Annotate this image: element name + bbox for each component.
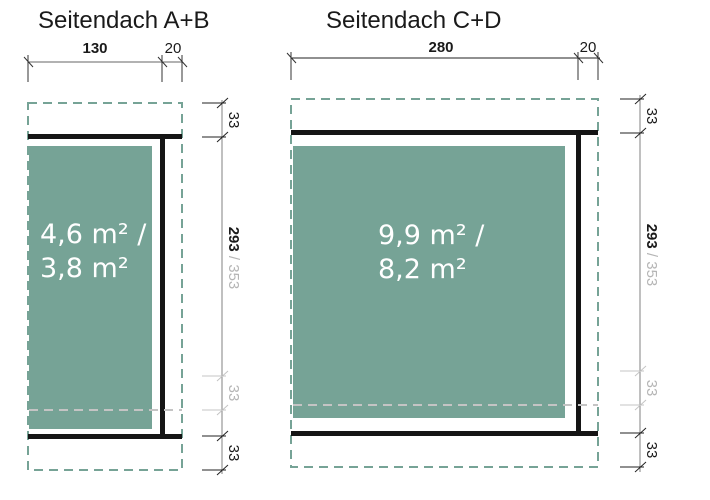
roof-ab-outer-outline [27, 102, 183, 471]
roof-ab-panel [29, 146, 152, 429]
roof-cd-height-top-label: 33 [643, 108, 660, 125]
roof-ab-height-dimension [202, 97, 229, 476]
roof-ab-title: Seitendach A+B [38, 7, 209, 34]
roof-cd-area-line2: 8,2 m² [378, 254, 467, 285]
roof-cd-bottom-beam [291, 431, 598, 436]
roof-cd-area-line1: 9,9 m² / [378, 220, 485, 251]
roof-cd-side-post [576, 130, 581, 435]
roof-ab-width-dimension [23, 55, 188, 82]
roof-cd-height-main-label: 293 / 353 [643, 224, 660, 287]
roof-cd-height-mid-label: 33 [643, 380, 660, 397]
roof-cd-height-bottom-label: 33 [643, 442, 660, 459]
roof-ab-side-post [160, 134, 165, 438]
roof-cd-width-main-label: 280 [428, 39, 453, 56]
roof-ab-area-line2: 3,8 m² [40, 253, 129, 284]
roof-ab-height-mid-label: 33 [225, 385, 242, 402]
roof-ab-height-bottom-label: 33 [225, 445, 242, 462]
roof-ab-height-separator: / [225, 252, 242, 265]
roof-cd-height-alt: 353 [643, 261, 660, 286]
roof-ab-width-overhang-label: 20 [165, 40, 182, 57]
roof-ab-height-top-label: 33 [225, 112, 242, 129]
roof-cd-outer-outline [290, 98, 599, 468]
roof-cd-group: Seitendach C+D 280 20 9,9 m² / 8,2 m² [286, 7, 660, 473]
roof-ab-bottom-beam [28, 434, 182, 439]
roof-ab-group: Seitendach A+B 130 20 4,6 m² / 3,8 m² [23, 7, 242, 476]
roof-cd-width-dimension [286, 52, 604, 80]
roof-cd-height-dimension [620, 93, 647, 473]
roof-cd-panel [293, 146, 565, 418]
roof-cd-title: Seitendach C+D [326, 7, 501, 34]
roof-cd-height-separator: / [643, 249, 660, 262]
roof-cd-width-overhang-label: 20 [580, 39, 597, 56]
roof-ab-width-main-label: 130 [82, 40, 107, 57]
roof-ab-height-main: 293 [225, 227, 242, 252]
roof-ab-height-alt: 353 [225, 264, 242, 289]
roof-cd-top-beam [291, 130, 598, 135]
roof-ab-area-line1: 4,6 m² / [40, 219, 147, 250]
roof-ab-top-beam [28, 134, 182, 139]
roof-ab-height-main-label: 293 / 353 [225, 227, 242, 290]
roof-cd-height-main: 293 [643, 224, 660, 249]
